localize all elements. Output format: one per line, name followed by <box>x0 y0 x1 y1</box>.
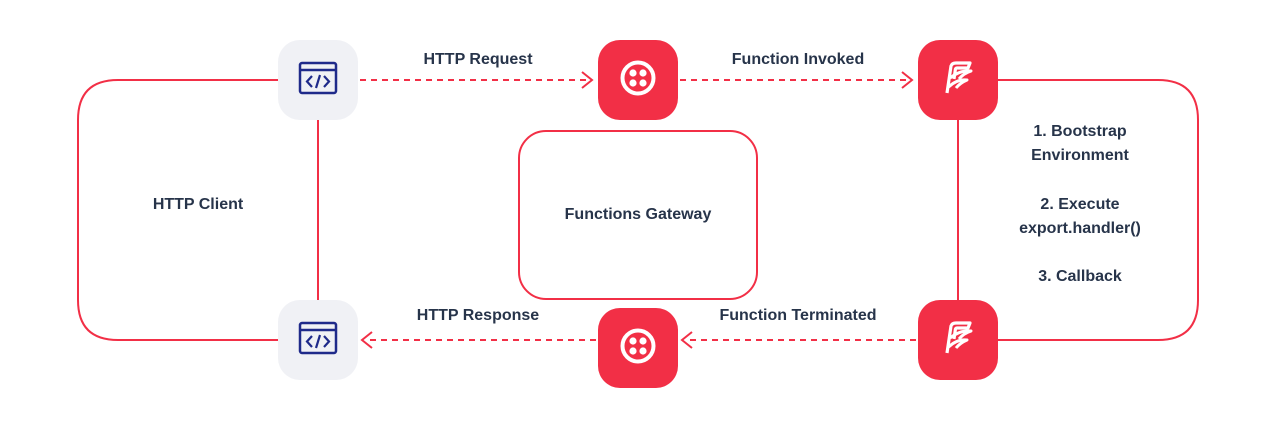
http-client-label: HTTP Client <box>152 196 244 213</box>
browser-code-icon <box>298 61 338 100</box>
function-top-node <box>918 40 998 120</box>
client-top-node <box>278 40 358 120</box>
function-invoked-label: Function Invoked <box>731 51 865 68</box>
functions-gateway-label: Functions Gateway <box>564 206 712 223</box>
twilio-logo-icon <box>618 58 658 103</box>
client-bottom-node <box>278 300 358 380</box>
http-request-label: HTTP Request <box>423 51 533 68</box>
browser-code-icon <box>298 321 338 360</box>
http-client-loop <box>77 79 280 341</box>
step-title: 2. Execute <box>1040 196 1120 213</box>
http-response-label: HTTP Response <box>416 307 540 324</box>
gateway-bottom-node <box>598 308 678 388</box>
functions-logo-icon <box>938 318 978 363</box>
function-runtime-loop <box>998 79 1199 341</box>
step-title: 3. Callback <box>1038 268 1122 285</box>
functions-gateway-box: Functions Gateway <box>518 130 758 300</box>
twilio-logo-icon <box>618 326 658 371</box>
gateway-top-node <box>598 40 678 120</box>
step-title: 1. Bootstrap <box>1033 123 1127 140</box>
functions-logo-icon <box>938 58 978 103</box>
execution-step: 3. Callback <box>995 265 1165 289</box>
step-subtitle: export.handler() <box>1019 220 1141 237</box>
function-bottom-node <box>918 300 998 380</box>
execution-step: 1. Bootstrap Environment <box>995 120 1165 168</box>
execution-step: 2. Execute export.handler() <box>995 193 1165 241</box>
step-subtitle: Environment <box>1031 147 1129 164</box>
function-terminated-label: Function Terminated <box>719 307 877 324</box>
